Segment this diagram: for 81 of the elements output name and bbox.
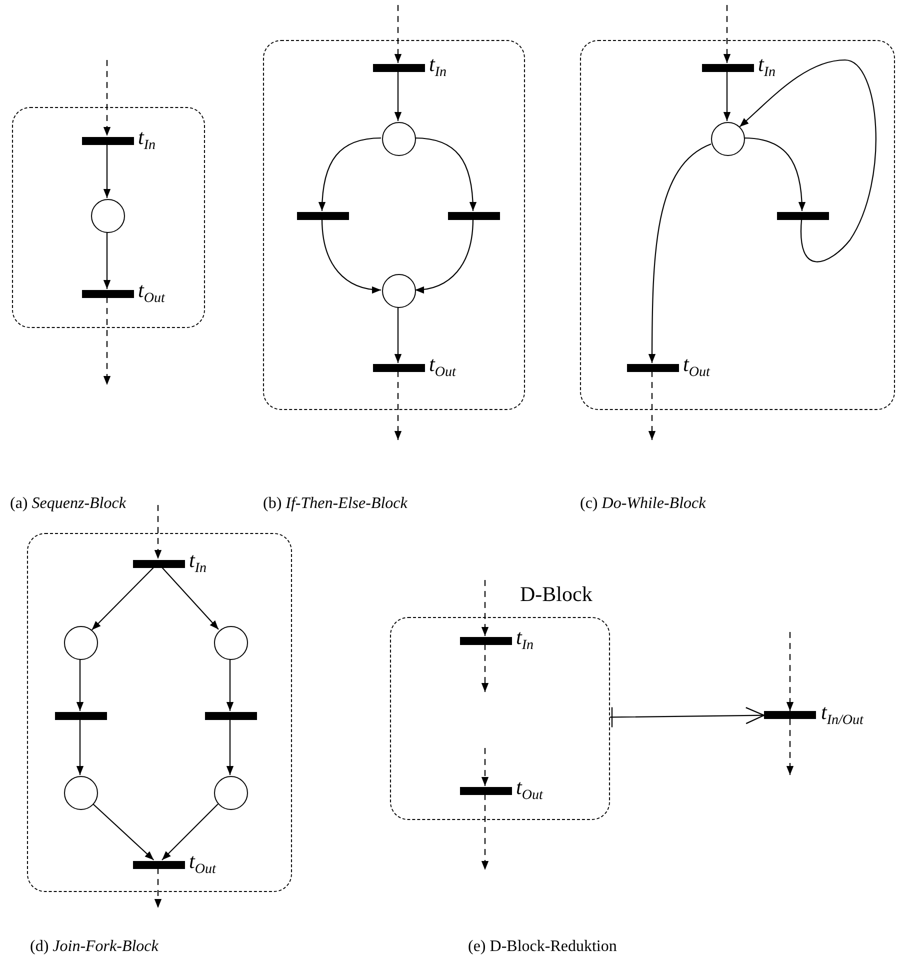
arrow [162,804,218,860]
dashed-arrow [481,644,489,692]
dashed-arrow [723,5,731,63]
transition-label: t$_{Out}$ [189,851,216,878]
arrow [226,659,234,711]
transition-label: t$_{In}$ [758,54,776,80]
arrow [226,719,234,775]
transition-bar [297,212,349,220]
dashed-arrow [648,371,656,440]
transition-bar [82,137,134,145]
dashed-arrow [394,371,402,440]
arrow [318,137,382,212]
place-circle [214,626,248,660]
subfigure-caption: (e) D-Block-Reduktion [468,938,617,956]
arrow [723,71,731,121]
dashed-arrow [786,719,794,775]
dashed-arrow [103,297,111,385]
arrow [744,137,806,212]
arrow [648,144,712,363]
place-circle [382,274,416,308]
transition-bar [702,64,754,72]
dashed-arrow [103,60,111,136]
dashed-arrow [394,5,402,63]
transition-bar [777,212,829,220]
arrow [103,144,111,198]
transition-bar [55,712,107,720]
transition-label: t$_{Out}$ [683,354,710,380]
place-circle [64,776,98,810]
arrow [394,307,402,363]
transition-bar [627,364,679,372]
transition-label: t$_{In}$ [429,54,447,80]
arrow [394,71,402,121]
place-circle [711,122,745,156]
arrow [92,803,154,860]
transition-bar [82,290,134,298]
transition-label: t$_{Out}$ [516,777,543,804]
arrow [414,137,476,212]
arrow [92,566,154,630]
dashed-arrow [786,632,794,711]
subfigure-caption: (a) Sequenz-Block [10,495,126,513]
transition-label: t$_{Out}$ [429,354,456,380]
transition-bar [373,364,425,372]
transition-bar [133,560,185,568]
transition-bar [205,712,257,720]
arrow [321,218,382,294]
arrow [76,719,84,775]
place-circle [382,122,416,156]
transition-bar [373,64,425,72]
dashed-arrow [481,580,489,636]
place-circle [214,776,248,810]
transition-bar [448,212,500,220]
transition-label: t$_{In}$ [516,627,534,654]
place-circle [91,199,125,233]
transition-label: t$_{Out}$ [138,280,165,306]
transition-bar [460,787,512,795]
subfigure-caption: (c) Do-While-Block [580,495,706,513]
transition-label: t$_{In/Out}$ [821,702,864,728]
transition-bar [460,637,512,645]
arrow [739,59,876,262]
dashed-arrow [154,505,162,559]
dashed-arrow [481,794,489,870]
subfigure-caption: (d) Join-Fork-Block [30,938,158,956]
arrow [76,659,84,711]
subfigure-caption: (b) If-Then-Else-Block [263,495,408,513]
dashed-arrow [154,868,162,908]
dashed-block-frame [27,533,292,892]
place-circle [64,626,98,660]
dashed-block-frame [12,107,205,328]
arrow [161,566,219,630]
dashed-block-frame [580,40,895,410]
arrow [414,218,474,294]
transition-bar [764,711,816,719]
arrow [103,232,111,289]
dashed-block-frame [263,40,525,410]
transition-label: t$_{In}$ [138,127,156,154]
dashed-arrow [481,748,489,786]
block-title: D-Block [520,582,592,607]
transition-label: t$_{In}$ [189,550,207,576]
maps-to-arrow [609,706,765,728]
transition-bar [133,861,185,869]
dashed-block-frame [390,617,610,820]
